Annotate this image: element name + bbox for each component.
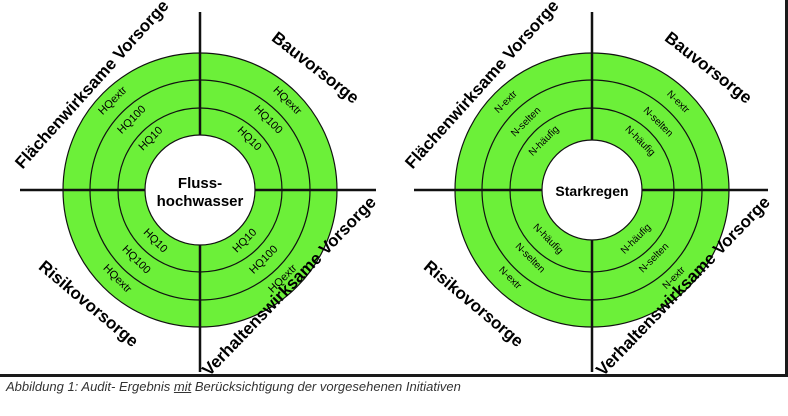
caption-underlined: mit: [173, 379, 192, 394]
caption-prefix: Abbildung 1: Audit- Ergebnis: [6, 379, 174, 394]
caption-suffix: Berücksichtigung der vorgesehenen Initia…: [191, 379, 461, 394]
figure-caption: Abbildung 1: Audit- Ergebnis mit Berücks…: [6, 379, 461, 394]
figure-frame: [0, 0, 788, 377]
center-label: Fluss-: [178, 175, 222, 192]
audit-diagrams: Fluss- hochwasser Flächenwirksame Vorsor…: [11, 0, 773, 380]
center-label: hochwasser: [157, 193, 244, 210]
center-label: Starkregen: [555, 183, 628, 199]
